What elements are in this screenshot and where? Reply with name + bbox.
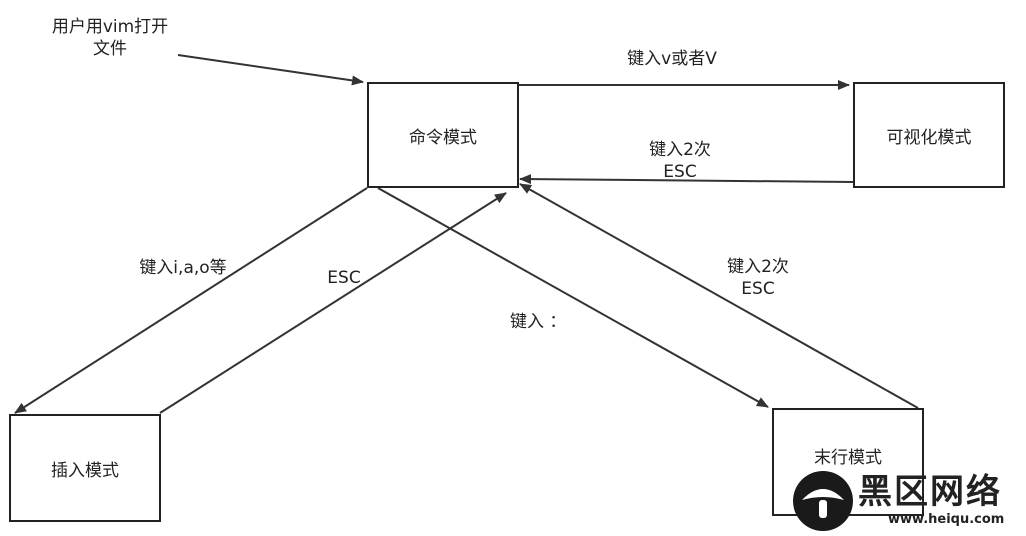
arrow-command-to-insert	[14, 187, 368, 414]
label-from-visual-line2: ESC	[663, 162, 697, 182]
label-from-visual-line1: 键入2次	[649, 140, 711, 160]
arrow-lastline-to-command	[519, 183, 919, 409]
label-from-lastline-line2: ESC	[741, 279, 775, 299]
label-open-file-line1: 用户用vim打开	[51, 17, 169, 37]
node-command-mode: 命令模式	[367, 82, 519, 188]
label-from-lastline-line1: 键入2次	[727, 257, 789, 277]
label-from-visual: 键入2次 ESC	[634, 139, 726, 183]
node-command-label: 命令模式	[409, 127, 477, 148]
label-from-lastline: 键入2次 ESC	[712, 256, 804, 300]
node-visual-label: 可视化模式	[886, 127, 972, 148]
mushroom-logo-icon	[793, 471, 853, 531]
label-to-visual: 键入v或者V	[627, 49, 717, 69]
label-open-file-line2: 文件	[93, 39, 127, 59]
node-insert-mode: 插入模式	[9, 414, 161, 522]
node-visual-mode: 可视化模式	[853, 82, 1005, 188]
label-to-insert: 键入i,a,o等	[139, 258, 227, 278]
label-open-file: 用户用vim打开 文件	[40, 16, 180, 60]
node-insert-label: 插入模式	[51, 460, 119, 481]
watermark: 黑区网络 www.heiqu.com	[792, 470, 1022, 532]
label-to-lastline: 键入 ：	[510, 312, 567, 332]
label-from-insert: ESC	[327, 268, 361, 288]
node-lastline-label: 末行模式	[814, 447, 882, 468]
watermark-brand: 黑区网络	[858, 472, 1002, 512]
arrow-insert-to-command	[159, 192, 507, 414]
watermark-url: www.heiqu.com	[888, 512, 1005, 527]
arrow-open-to-command	[177, 54, 364, 86]
arrow-visual-to-command	[519, 174, 854, 185]
arrow-command-to-lastline	[377, 187, 769, 408]
